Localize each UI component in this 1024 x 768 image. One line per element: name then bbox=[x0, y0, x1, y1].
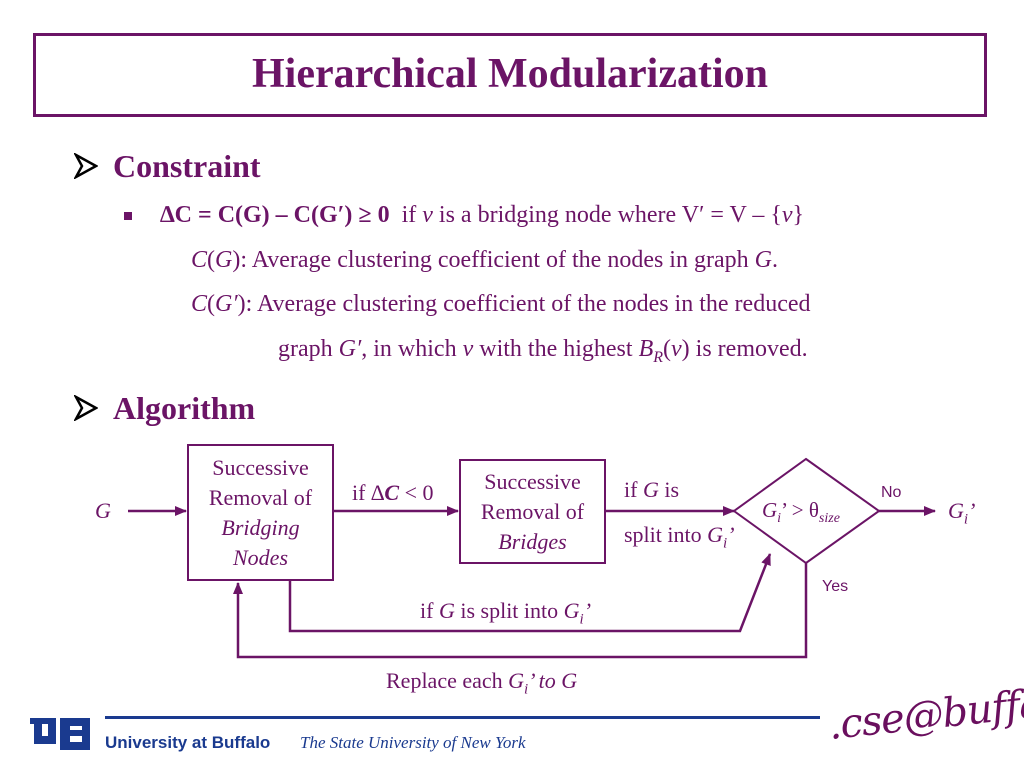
definition-cg-prime-cont: graph G′, in which v with the highest BR… bbox=[278, 336, 808, 367]
decision-diamond bbox=[732, 457, 881, 565]
loop-text: Replace each bbox=[386, 668, 509, 693]
input-g-label: G bbox=[95, 498, 111, 523]
loop-subscript: i bbox=[524, 681, 529, 698]
no-label: No bbox=[881, 484, 902, 501]
loop-label-split: if G is split into Gi’ bbox=[420, 598, 591, 628]
def-subscript: R bbox=[653, 348, 664, 366]
loop-diamond-to-box1 bbox=[233, 563, 808, 659]
loop-symbol: G bbox=[561, 668, 578, 693]
ub-logo-icon bbox=[28, 716, 96, 757]
square-bullet-icon bbox=[124, 212, 132, 220]
box-text: Removal of bbox=[480, 498, 585, 524]
def-symbol: B bbox=[638, 336, 654, 362]
definition-cg: C(G): Average clustering coefficient of … bbox=[191, 247, 778, 274]
cond-text: if bbox=[624, 477, 643, 502]
box-text: Bridges bbox=[498, 528, 567, 554]
arrow-bullet-icon bbox=[74, 153, 98, 179]
diamond-subscript: size bbox=[818, 511, 840, 527]
formula-bold: ∆C = C(G) – C(G′) ≥ 0 bbox=[160, 202, 390, 228]
diamond-symbol: G bbox=[762, 498, 778, 522]
def-symbol: G′ bbox=[338, 336, 362, 362]
algorithm-heading: Algorithm bbox=[113, 390, 256, 426]
formula-v: v bbox=[422, 202, 433, 228]
box-text: Successive bbox=[212, 454, 309, 480]
def-text: graph bbox=[278, 336, 339, 362]
loop-symbol: G bbox=[508, 668, 525, 693]
diamond-subscript: i bbox=[777, 511, 782, 527]
def-text: ( bbox=[207, 291, 216, 317]
arrow-bullet-icon bbox=[74, 395, 98, 421]
cond-text: is bbox=[658, 477, 680, 502]
loop-subscript: i bbox=[579, 611, 584, 628]
output-gi-label: Gi’ bbox=[948, 498, 975, 528]
footer-tagline: The State University of New York bbox=[300, 733, 526, 752]
formula-text: } bbox=[792, 202, 805, 228]
def-symbol: C bbox=[191, 291, 208, 317]
constraint-heading: Constraint bbox=[113, 148, 261, 184]
loop-symbol: G bbox=[563, 598, 580, 623]
condition-delta-c: if ∆C < 0 bbox=[352, 480, 434, 506]
def-symbol: G bbox=[754, 247, 772, 273]
footer-university: University at Buffalo bbox=[105, 733, 271, 752]
diamond-condition: Gi’ > θsize bbox=[762, 498, 840, 527]
cond-symbol: G bbox=[642, 477, 659, 502]
def-symbol: v bbox=[671, 336, 682, 362]
formula-line: ∆C = C(G) – C(G′) ≥ 0 if v is a bridging… bbox=[160, 202, 804, 229]
def-text: ): Average clustering coefficient of the… bbox=[232, 247, 755, 273]
bridges-box: Successive Removal of Bridges bbox=[459, 459, 606, 564]
def-text: ) is removed. bbox=[681, 336, 808, 362]
def-text: , in which bbox=[361, 336, 463, 362]
condition-g-is: if G is bbox=[624, 477, 679, 503]
cond-symbol: ’ bbox=[727, 522, 735, 547]
output-subscript: i bbox=[963, 511, 969, 528]
formula-text: is a bridging node where V′ = V – { bbox=[432, 202, 782, 228]
bridging-nodes-box: Successive Removal of Bridging Nodes bbox=[187, 444, 334, 581]
output-symbol: ’ bbox=[968, 498, 976, 523]
cond-text: split into bbox=[624, 522, 708, 547]
def-symbol: G bbox=[215, 247, 233, 273]
diamond-text: ’ > θ bbox=[781, 498, 819, 522]
def-text: . bbox=[771, 247, 778, 273]
box-text: Removal of bbox=[208, 484, 313, 510]
loop-symbol: ’ bbox=[583, 598, 592, 623]
box-text: Nodes bbox=[233, 544, 288, 570]
formula-v: v bbox=[781, 202, 793, 228]
def-text: with the highest bbox=[473, 336, 639, 362]
loop-text: is split into bbox=[454, 598, 564, 623]
cond-subscript: i bbox=[723, 535, 728, 552]
slide-title: Hierarchical Modularization bbox=[252, 51, 768, 97]
def-symbol: G′ bbox=[215, 291, 238, 317]
def-symbol: C bbox=[191, 247, 208, 273]
box-text: Successive bbox=[484, 468, 581, 494]
def-text: ( bbox=[663, 336, 672, 362]
yes-label: Yes bbox=[822, 578, 849, 595]
def-text: ): Average clustering coefficient of the… bbox=[237, 291, 811, 317]
loop-text: if bbox=[420, 598, 439, 623]
formula-text: if bbox=[389, 202, 423, 228]
loop-text: ’ to bbox=[528, 668, 562, 693]
loop-symbol: G bbox=[438, 598, 455, 623]
cond-text: if ∆ bbox=[352, 480, 385, 505]
cond-symbol: C bbox=[384, 480, 400, 505]
loop-box1-to-diamond bbox=[288, 553, 772, 633]
footer-divider bbox=[105, 716, 820, 719]
output-symbol: G bbox=[948, 498, 964, 523]
title-box: Hierarchical Modularization bbox=[33, 33, 987, 117]
box-text: Bridging bbox=[221, 514, 300, 540]
cond-text: < 0 bbox=[399, 480, 434, 505]
def-symbol: v bbox=[462, 336, 474, 362]
def-text: ( bbox=[207, 247, 216, 273]
definition-cg-prime: C(G′): Average clustering coefficient of… bbox=[191, 291, 811, 318]
cond-symbol: G bbox=[707, 522, 724, 547]
condition-split-into: split into Gi’ bbox=[624, 522, 735, 552]
loop-label-replace: Replace each Gi’ to G bbox=[386, 668, 577, 698]
